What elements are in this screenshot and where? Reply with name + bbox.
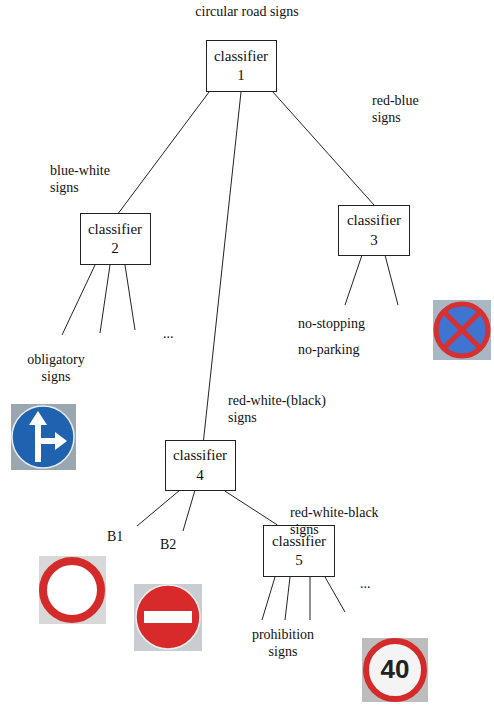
classifier-label: classifier 3 bbox=[347, 211, 401, 250]
leaf-line bbox=[183, 490, 195, 531]
leaf-line bbox=[262, 577, 275, 620]
no-stopping-sign bbox=[433, 300, 491, 360]
b1-sign bbox=[39, 556, 106, 624]
branch-line bbox=[273, 92, 374, 205]
leaf-label: prohibition signs bbox=[238, 627, 328, 661]
classifier-label: classifier 4 bbox=[173, 446, 227, 485]
leaf-label: no-parking bbox=[298, 342, 359, 359]
leaf-label: ... bbox=[163, 326, 174, 343]
classifier-label: classifier 5 bbox=[272, 532, 326, 571]
branch-label: red-white-black signs bbox=[290, 505, 385, 539]
leaf-label: B2 bbox=[160, 537, 176, 554]
leaf-label: obligatory signs bbox=[16, 352, 96, 386]
diagram-title: circular road signs bbox=[0, 4, 494, 21]
speed-limit-sign bbox=[362, 638, 428, 702]
leaf-line bbox=[345, 255, 362, 305]
leaf-line bbox=[325, 577, 345, 612]
leaf-label: B1 bbox=[107, 529, 123, 546]
classifier-box: classifier 3 bbox=[338, 205, 410, 256]
classifier-box: classifier 2 bbox=[80, 213, 151, 265]
leaf-line bbox=[137, 490, 180, 526]
leaf-line bbox=[125, 265, 135, 330]
branch-label: red-white-(black) signs bbox=[228, 393, 348, 427]
leaf-lines bbox=[62, 255, 398, 620]
branch-label: red-blue signs bbox=[372, 93, 427, 127]
sign-number: 40 bbox=[381, 654, 410, 685]
classifier-label: classifier 1 bbox=[214, 47, 268, 86]
branch-line bbox=[119, 92, 210, 213]
classifier-box: classifier 1 bbox=[206, 40, 277, 92]
b2-sign bbox=[134, 584, 202, 651]
classifier-label: classifier 2 bbox=[88, 220, 142, 259]
leaf-label: no-stopping bbox=[298, 316, 365, 333]
leaf-line bbox=[385, 255, 398, 305]
classifier-box: classifier 4 bbox=[165, 440, 236, 491]
leaf-line bbox=[100, 265, 110, 333]
branch-label: blue-white signs bbox=[50, 163, 122, 197]
leaf-line bbox=[62, 265, 95, 335]
leaf-line bbox=[285, 577, 290, 620]
branch-line bbox=[225, 491, 278, 525]
branch-line bbox=[204, 92, 241, 440]
leaf-line bbox=[310, 577, 311, 620]
leaf-label: ... bbox=[360, 576, 371, 593]
obligatory-sign bbox=[11, 404, 76, 470]
